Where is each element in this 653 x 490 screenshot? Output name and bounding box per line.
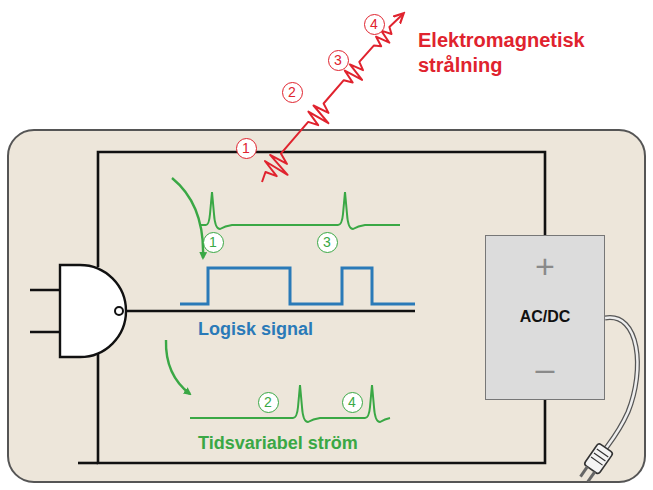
- inverter-bubble: [115, 307, 123, 315]
- radiation-wave: [262, 14, 403, 182]
- curved-arrow: [166, 340, 190, 394]
- current-label: Tidsvariabel ström: [198, 432, 418, 455]
- current-pulses-bottom: [190, 385, 390, 422]
- callout-number: 3: [317, 232, 338, 253]
- callout-number: 1: [203, 232, 224, 253]
- power-plug: [577, 443, 614, 484]
- current-pulses-top: [200, 192, 400, 229]
- nand-gate: [60, 265, 126, 357]
- callout-number: 2: [258, 392, 279, 413]
- supply-wires: [30, 152, 545, 463]
- radiation-label: Elektromagnetisk strålning: [418, 28, 618, 78]
- callout-number: 4: [342, 392, 363, 413]
- minus-terminal: –: [536, 349, 555, 388]
- callout-number: 4: [364, 14, 385, 35]
- plus-terminal: +: [535, 247, 555, 286]
- logic-waveform: [180, 268, 415, 304]
- curved-arrow: [172, 178, 203, 258]
- signal-label: Logisk signal: [198, 318, 398, 341]
- supply-label: AC/DC: [520, 308, 571, 326]
- callout-number: 1: [236, 138, 257, 159]
- callout-number: 3: [328, 50, 349, 71]
- power-supply-box: + AC/DC –: [485, 235, 605, 400]
- callout-number: 2: [282, 82, 303, 103]
- power-cord: [605, 318, 637, 448]
- circuit-board: [8, 130, 645, 482]
- power-cord: [605, 318, 637, 448]
